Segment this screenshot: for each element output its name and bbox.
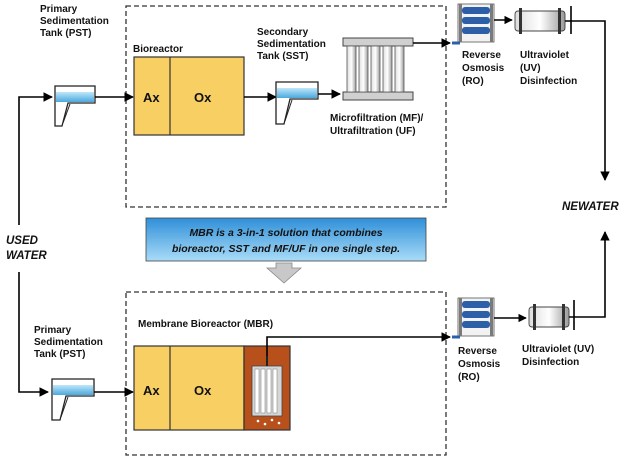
outlet-arrow-bottom (569, 231, 610, 318)
down-arrow-icon (265, 262, 303, 284)
used-water-label-1: USED (6, 235, 38, 247)
ro-label-top-1: Reverse (462, 50, 501, 61)
inlet-arrow-bottom (18, 272, 49, 397)
pst-tank-top (54, 85, 96, 127)
pst-label-top-3: Tank (PST) (40, 28, 91, 39)
oxic-zone-label-top: Ox (194, 90, 212, 105)
ro-label-bottom-3: (RO) (458, 372, 480, 383)
outlet-arrow-top (565, 20, 610, 181)
sst-label-3: Tank (SST) (257, 51, 308, 62)
uv-label-bottom-2: Disinfection (522, 357, 579, 368)
banner-text-2: bioreactor, SST and MF/UF in one single … (172, 243, 400, 255)
ro-label-top-2: Osmosis (462, 63, 505, 74)
bioreactor-label: Bioreactor (133, 44, 183, 55)
mbr-process-group (125, 291, 447, 456)
uv-label-top-1: Ultraviolet (520, 50, 570, 61)
mf-uf-label-1: Microfiltration (MF)/ (330, 113, 424, 124)
submerged-membrane-tank (243, 345, 291, 431)
banner-text-1: MBR is a 3-in-1 solution that combines (189, 227, 382, 239)
conventional-process-group (125, 5, 447, 208)
sst-tank (275, 81, 319, 125)
pst-label-bottom-2: Sedimentation (34, 337, 103, 348)
uv-label-top-2: (UV) (520, 63, 541, 74)
mbr-label: Membrane Bioreactor (MBR) (138, 319, 273, 330)
ro-unit-top (452, 3, 495, 45)
oxic-zone-label-bottom: Ox (194, 383, 212, 398)
mf-uf-module (342, 37, 414, 101)
bioreactor-top (133, 56, 245, 136)
pst-label-bottom-3: Tank (PST) (34, 349, 85, 360)
ro-label-bottom-1: Reverse (458, 346, 497, 357)
ro-label-top-3: (RO) (462, 76, 484, 87)
membrane-bioreactor (133, 345, 245, 431)
uv-unit-top (514, 6, 572, 34)
pst-tank-bottom (51, 378, 95, 421)
uv-unit-bottom (528, 300, 575, 330)
pst-label-top-1: Primary (40, 4, 78, 15)
pst-label-bottom-1: Primary (34, 325, 72, 336)
anoxic-zone-label-bottom: Ax (143, 383, 160, 398)
arrow-mbr-to-ro (266, 332, 451, 356)
uv-label-bottom-1: Ultraviolet (UV) (522, 344, 594, 355)
mf-uf-label-2: Ultrafiltration (UF) (330, 126, 416, 137)
sst-label-2: Sedimentation (257, 39, 326, 50)
pst-label-top-2: Sedimentation (40, 16, 109, 27)
newater-label: NEWATER (562, 201, 619, 213)
ro-label-bottom-2: Osmosis (458, 359, 501, 370)
mbr-banner (145, 217, 427, 262)
uv-label-top-3: Disinfection (520, 76, 577, 87)
used-water-label-2: WATER (6, 250, 47, 262)
sst-label-1: Secondary (257, 27, 309, 38)
ro-unit-bottom (452, 297, 495, 339)
anoxic-zone-label-top: Ax (143, 90, 160, 105)
inlet-arrow-top (18, 92, 53, 225)
